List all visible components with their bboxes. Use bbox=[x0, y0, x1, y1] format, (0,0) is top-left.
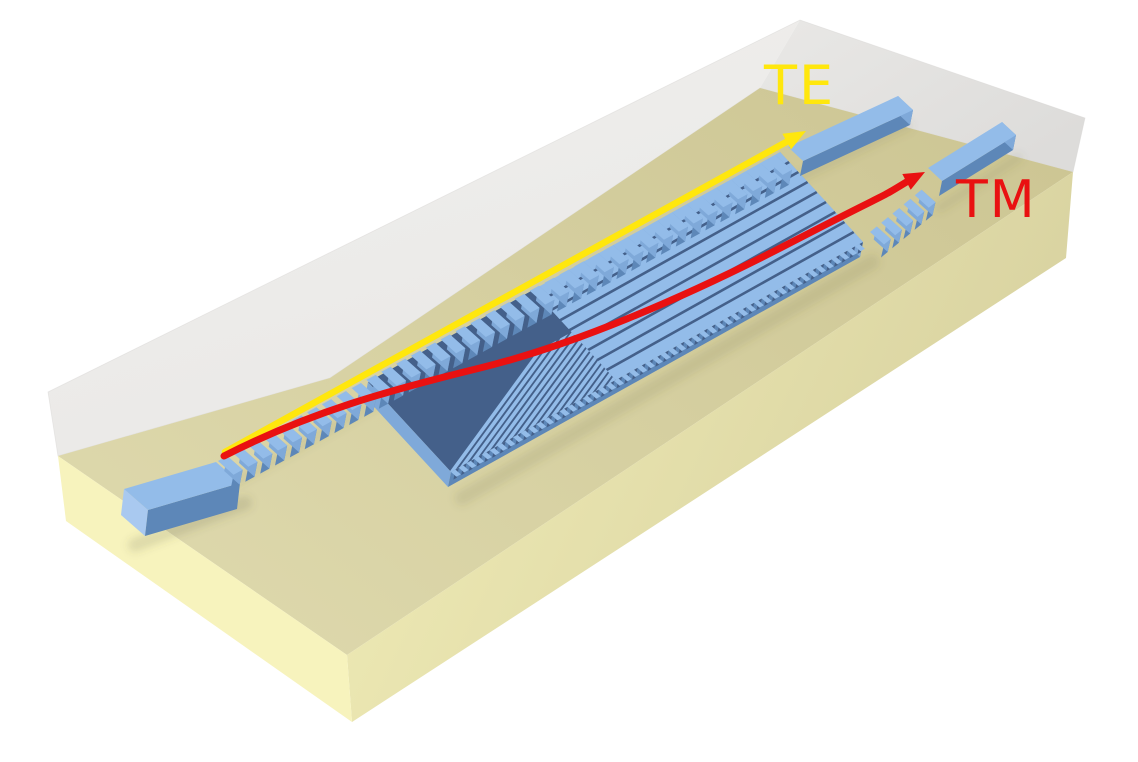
te-arrow bbox=[221, 137, 792, 456]
subwavelength-grating-coupling-region bbox=[365, 152, 865, 487]
front-edge-grating-teeth bbox=[451, 242, 865, 480]
te-arrowhead bbox=[782, 131, 806, 150]
mode-arrows bbox=[220, 131, 925, 460]
te-output-waveguide bbox=[788, 96, 913, 176]
input-waveguide bbox=[121, 156, 792, 536]
tm-output-waveguide bbox=[870, 122, 1016, 258]
mode-labels: TE TM bbox=[763, 54, 1037, 230]
tm-arrow bbox=[220, 177, 912, 460]
te-label: TE bbox=[763, 54, 835, 117]
tm-label: TM bbox=[955, 170, 1037, 230]
tm-arrowhead bbox=[902, 172, 925, 190]
